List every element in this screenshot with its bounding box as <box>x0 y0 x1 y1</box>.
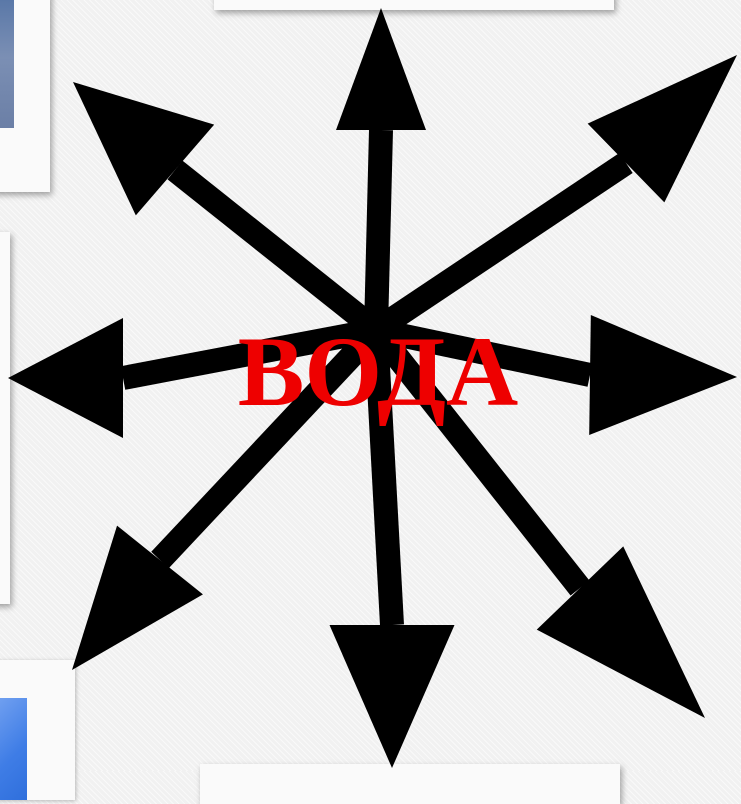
arrow-shaft-up <box>376 130 381 330</box>
arrow-head-down <box>330 625 455 768</box>
arrow-shaft-up-right <box>376 163 626 330</box>
arrow-shaft-up-left <box>175 170 376 330</box>
arrow-head-up <box>336 8 426 130</box>
arrow-head-left <box>8 318 123 438</box>
arrow-head-right <box>589 315 737 435</box>
center-label: ВОДА <box>198 322 558 422</box>
